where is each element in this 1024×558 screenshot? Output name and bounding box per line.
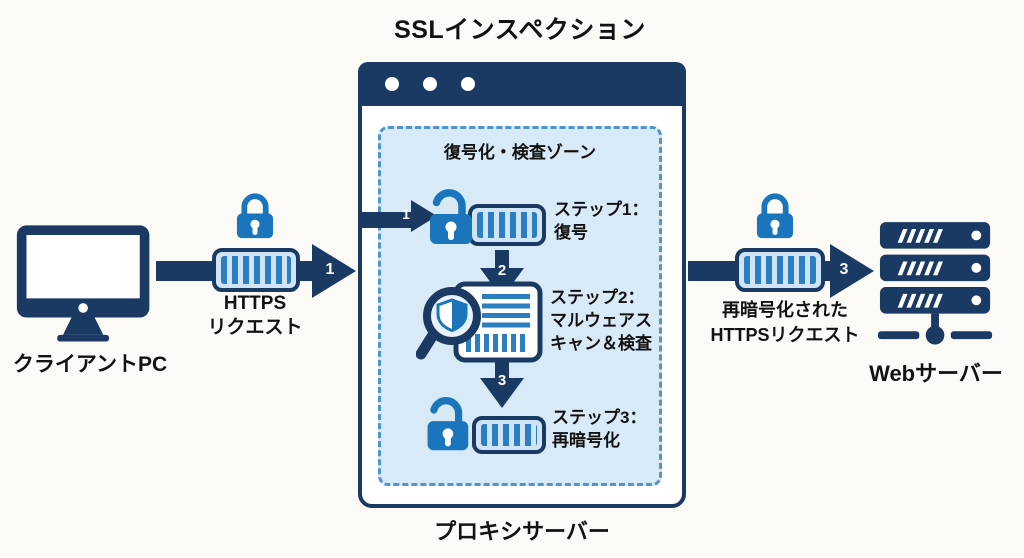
closed-padlock-icon <box>232 190 278 242</box>
step2-arrow-shaft <box>495 250 509 268</box>
step2-label: ステップ2： マルウェアス キャン＆検査 <box>550 286 662 355</box>
window-dot <box>385 77 399 91</box>
packet-stripes <box>481 424 537 446</box>
step3-label: ステップ3： 再暗号化 <box>552 406 662 452</box>
server-rack-icon <box>878 222 996 354</box>
desktop-monitor-icon <box>14 220 158 346</box>
diagram-title: SSLインスペクション <box>394 16 646 44</box>
decrypted-data-packet-icon <box>468 204 546 246</box>
step2-label-line2: マルウェアス <box>550 311 652 330</box>
encrypted-data-packet-icon <box>735 248 825 292</box>
https-request-label-line1: HTTPS <box>223 293 287 314</box>
reencrypted-https-request-label: 再暗号化された HTTPSリクエスト <box>688 298 882 348</box>
unlocked-padlock-icon <box>416 186 480 250</box>
right-arrow-head <box>830 244 874 298</box>
web-server-label: Webサーバー <box>869 361 1003 386</box>
window-dot <box>461 77 475 91</box>
zone-entry-badge: 1 <box>402 206 410 222</box>
step3-label-line1: ステップ3： <box>552 408 647 427</box>
zone-entry-arrow-shaft <box>359 212 411 228</box>
zone-title: 復号化・検査ゾーン <box>443 143 597 162</box>
left-arrow-head <box>312 244 356 298</box>
encrypted-data-packet-icon <box>212 248 300 292</box>
step3-arrow-badge: 3 <box>497 372 507 389</box>
reencrypted-https-request-label-line1: 再暗号化された <box>722 300 848 320</box>
packet-stripes <box>221 256 291 284</box>
step1-label-line1: ステップ1： <box>554 200 649 219</box>
browser-titlebar <box>358 62 686 106</box>
step2-label-line1: ステップ2： <box>550 288 645 307</box>
packet-stripes <box>477 212 537 238</box>
left-arrow-badge: 1 <box>325 261 335 278</box>
step1-label-line2: 復号 <box>554 223 588 242</box>
https-request-label: HTTPS リクエスト <box>185 292 325 340</box>
right-arrow-badge: 3 <box>839 261 849 278</box>
reencrypted-data-packet-icon <box>472 416 546 454</box>
step3-arrow-head <box>480 378 524 408</box>
client-pc-label: クライアントPC <box>12 353 168 376</box>
unlocked-padlock-icon <box>414 394 476 456</box>
step1-label: ステップ1： 復号 <box>554 198 664 244</box>
https-request-label-line2: リクエスト <box>207 317 303 338</box>
proxy-server-label: プロキシサーバー <box>434 519 610 544</box>
reencrypted-https-request-label-line2: HTTPSリクエスト <box>710 325 860 345</box>
window-dot <box>423 77 437 91</box>
step3-arrow-shaft <box>495 360 509 378</box>
step2-label-line3: キャン＆検査 <box>550 334 652 353</box>
step2-arrow-badge: 2 <box>497 262 507 279</box>
step3-label-line2: 再暗号化 <box>552 431 620 450</box>
packet-stripes <box>744 256 816 284</box>
magnifier-shield-document-icon <box>416 278 546 370</box>
closed-padlock-icon <box>752 190 798 242</box>
